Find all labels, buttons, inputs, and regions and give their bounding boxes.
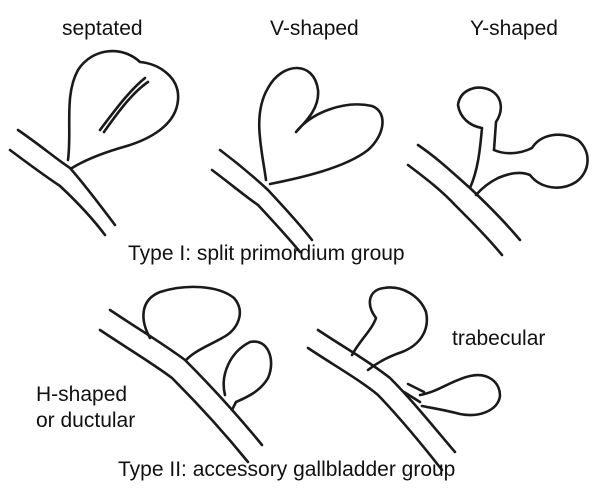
septum-wall	[100, 78, 148, 132]
caption-type-1: Type I: split primordium group	[128, 243, 405, 264]
septated-sac-outline	[68, 51, 178, 168]
y-shaped-duct-lower	[418, 145, 520, 240]
trabecular-accessory-sac	[420, 375, 500, 415]
label-y-shaped: Y-shaped	[470, 18, 558, 39]
septated-gallbladder-drawing	[10, 51, 178, 235]
trabecular-connecting-trabecula	[404, 384, 424, 402]
h-shaped-accessory-sac	[224, 342, 271, 410]
h-shaped-main-sac	[143, 287, 239, 360]
v-shaped-duct-lower	[220, 150, 312, 240]
v-shaped-gallbladder-drawing	[212, 68, 383, 252]
label-septated: septated	[62, 18, 143, 39]
trabecular-gallbladder-drawing	[308, 288, 500, 470]
y-shaped-duct-upper	[408, 165, 502, 255]
y-shaped-upper-lobe	[458, 88, 501, 188]
y-shaped-right-lobe	[476, 135, 588, 195]
label-trabecular: trabecular	[452, 328, 545, 349]
caption-type-2: Type II: accessory gallbladder group	[118, 459, 455, 480]
label-h-shaped-or-ductular: H-shaped or ductular	[36, 382, 135, 435]
h-shaped-gallbladder-drawing	[100, 287, 271, 462]
y-shaped-gallbladder-drawing	[408, 88, 588, 255]
label-v-shaped: V-shaped	[270, 18, 359, 39]
v-shaped-sac-outline	[259, 68, 382, 184]
septated-duct-lower	[18, 130, 115, 225]
